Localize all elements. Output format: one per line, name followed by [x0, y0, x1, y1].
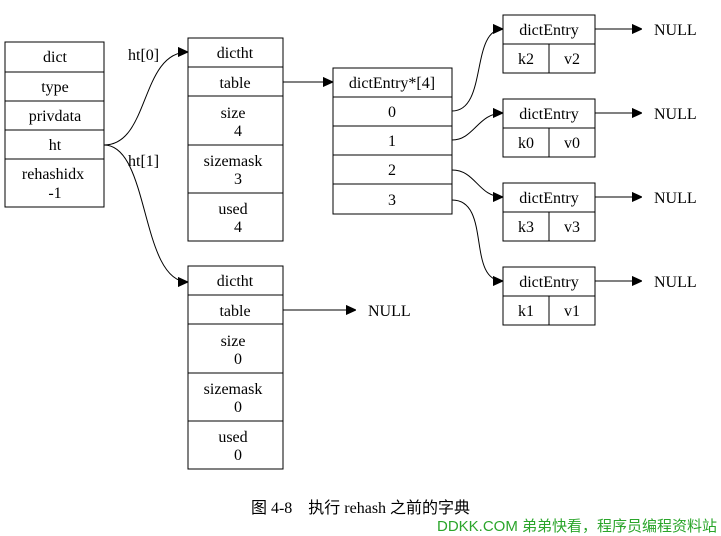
dict-ht-field: ht — [49, 137, 62, 154]
entry-null-label: NULL — [654, 274, 697, 291]
entry-null-label: NULL — [654, 22, 697, 39]
entry-node-k0: dictEntry k0 v0 — [502, 98, 596, 158]
ht1-edge-label: ht[1] — [128, 153, 159, 170]
table-slot-3: 3 — [388, 192, 396, 209]
entry-title: dictEntry — [519, 106, 579, 123]
entry-title: dictEntry — [519, 190, 579, 207]
ht1-sizemask-label: sizemask — [204, 381, 263, 398]
ht1-sizemask-value: 0 — [234, 399, 242, 416]
figure-title: 执行 rehash 之前的字典 — [308, 500, 471, 517]
entry-key: k2 — [518, 51, 534, 68]
ht0-size-value: 4 — [234, 123, 242, 140]
entry-key: k3 — [518, 219, 534, 236]
slot1-edge — [451, 113, 503, 141]
dict-title: dict — [43, 49, 68, 66]
table-slot-0: 0 — [388, 104, 396, 121]
entry-val: v2 — [564, 51, 580, 68]
ht0-used-value: 4 — [234, 219, 242, 236]
slot3-edge — [451, 199, 503, 281]
entry-val: v0 — [564, 135, 580, 152]
dict-node: dict type privdata ht rehashidx -1 — [4, 41, 105, 208]
figure-caption: 图 4-8 执行 rehash 之前的字典 — [0, 494, 721, 518]
entry-node-k2: dictEntry k2 v2 — [502, 14, 596, 74]
ht1-table-null-label: NULL — [368, 303, 411, 320]
entry-key: k1 — [518, 303, 534, 320]
table-array-node: dictEntry*[4] 0 1 2 3 — [332, 67, 453, 215]
ht0-node: dictht table size 4 sizemask 3 used 4 — [187, 37, 284, 242]
ht0-table-field: table — [219, 75, 250, 92]
entry-val: v3 — [564, 219, 580, 236]
ht1-used-value: 0 — [234, 447, 242, 464]
entry-null-label: NULL — [654, 106, 697, 123]
figure-number: 图 4-8 — [250, 500, 293, 517]
entry-null-label: NULL — [654, 190, 697, 207]
ht1-edge — [103, 144, 188, 282]
table-array-title: dictEntry*[4] — [349, 75, 435, 92]
ht0-edge-label: ht[0] — [128, 47, 159, 64]
dict-rehashidx-value: -1 — [48, 185, 61, 202]
dict-type-field: type — [41, 79, 69, 96]
ht0-sizemask-value: 3 — [234, 171, 242, 188]
ht0-size-label: size — [221, 105, 246, 122]
ht1-table-field: table — [219, 303, 250, 320]
entry-val: v1 — [564, 303, 580, 320]
ht0-edge — [103, 52, 188, 146]
entry-title: dictEntry — [519, 274, 579, 291]
ht1-size-label: size — [221, 333, 246, 350]
entry-key: k0 — [518, 135, 534, 152]
ht0-used-label: used — [218, 201, 247, 218]
slot0-edge — [451, 29, 503, 112]
table-slot-2: 2 — [388, 162, 396, 179]
entry-node-k3: dictEntry k3 v3 — [502, 182, 596, 242]
table-slot-1: 1 — [388, 133, 396, 150]
ht1-title: dictht — [217, 273, 254, 290]
ht1-size-value: 0 — [234, 351, 242, 368]
ht0-sizemask-label: sizemask — [204, 153, 263, 170]
entry-title: dictEntry — [519, 22, 579, 39]
ht1-used-label: used — [218, 429, 247, 446]
entry-node-k1: dictEntry k1 v1 — [502, 266, 596, 326]
dict-privdata-field: privdata — [29, 108, 81, 125]
slot2-edge — [451, 169, 503, 197]
site-watermark: DDKK.COM 弟弟快看，程序员编程资料站 — [436, 518, 717, 535]
dict-rehashidx-label: rehashidx — [22, 166, 84, 183]
ht1-node: dictht table size 0 sizemask 0 used 0 — [187, 265, 284, 470]
ht0-title: dictht — [217, 45, 254, 62]
